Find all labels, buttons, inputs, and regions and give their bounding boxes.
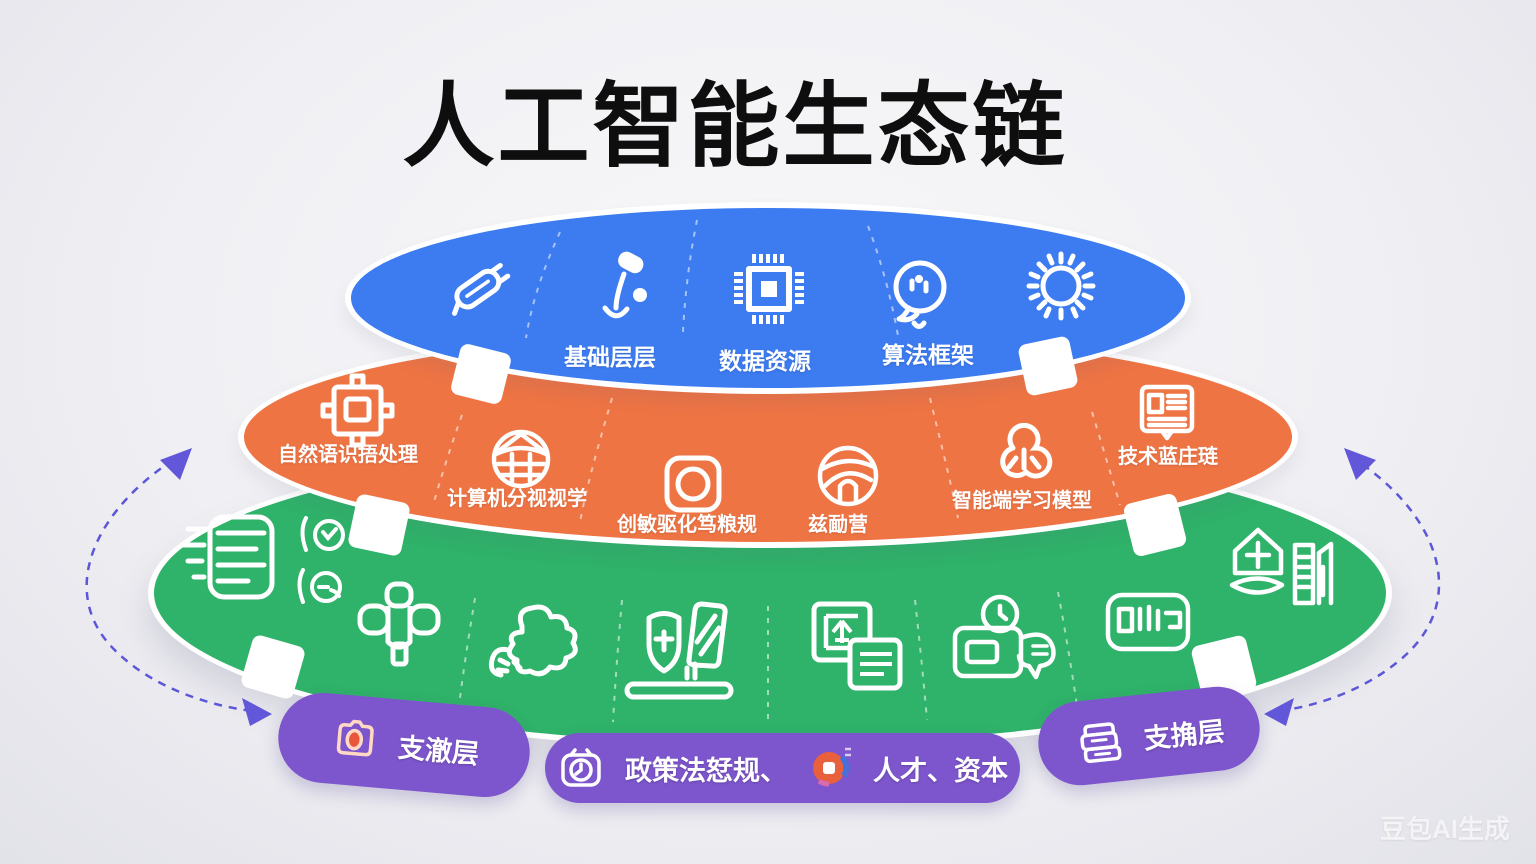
orange-layer-label: 技术蓝庄琏 [1118, 446, 1218, 468]
support-pill-label: 人才、资本 [873, 755, 1008, 786]
orange-layer-label: 计算机分视视学 [447, 488, 587, 510]
monitor-chat-icon [945, 586, 1067, 694]
support-pill-right: 支捔层 [1034, 682, 1264, 790]
blue-layer-label: 数据资源 [719, 348, 811, 374]
sync-circle-icon [296, 512, 354, 562]
support-pill-left: 支澈层 [274, 689, 534, 801]
flower-cloud-icon [470, 600, 588, 698]
camera-frame-icon [652, 443, 734, 525]
medical-document-icon [800, 596, 912, 698]
document-lines-icon [1128, 375, 1206, 453]
orange-layer-label: 兹勔营 [808, 514, 868, 536]
arrowhead-icon [242, 698, 272, 726]
color-wheel-icon [807, 745, 853, 791]
arrowhead-icon [160, 448, 192, 480]
orange-layer-label: 创敏驱化笃粮规 [617, 514, 757, 536]
puzzle-chip-icon [315, 368, 400, 453]
globe-grid-icon [482, 420, 560, 498]
arrowhead-icon [1264, 698, 1294, 726]
clover-icon [983, 414, 1065, 496]
connector-tab [346, 492, 412, 558]
ai-generator-watermark: 豆包AI生成 [1379, 814, 1510, 844]
camera-clock-icon [557, 746, 605, 790]
microphone-icon [580, 248, 655, 336]
page-title: 人工智能生态链 [402, 76, 1068, 178]
server-stack-icon [178, 505, 296, 610]
sphere-icon [808, 436, 888, 516]
buildings-icon [1205, 515, 1337, 627]
speech-balloon-icon [878, 253, 960, 341]
support-pill-label: 支捔层 [1142, 715, 1226, 754]
shield-screen-icon [615, 598, 745, 706]
support-pill-label: 政策法恏规、 [625, 755, 787, 786]
camera-icon [327, 717, 381, 765]
connector-tab [1017, 335, 1079, 397]
orange-layer-label: 智能端学习模型 [952, 490, 1092, 512]
blue-layer-label: 基础层层 [564, 344, 656, 370]
support-pill-center: 政策法恏规、 人才、资本 [545, 733, 1020, 803]
arrowhead-icon [1344, 448, 1376, 480]
sun-icon [1015, 240, 1107, 332]
support-pill-label: 支澈层 [396, 732, 481, 770]
orange-layer-label: 自然语识捂处理 [278, 444, 418, 466]
signboard-icon [1098, 585, 1198, 659]
pen-icon [438, 245, 523, 330]
chip-icon [723, 243, 815, 335]
person-cross-icon [350, 576, 448, 674]
cards-stack-icon [1072, 716, 1127, 767]
blue-layer-label: 算法框架 [882, 342, 974, 368]
sync-circle-icon [293, 562, 351, 614]
